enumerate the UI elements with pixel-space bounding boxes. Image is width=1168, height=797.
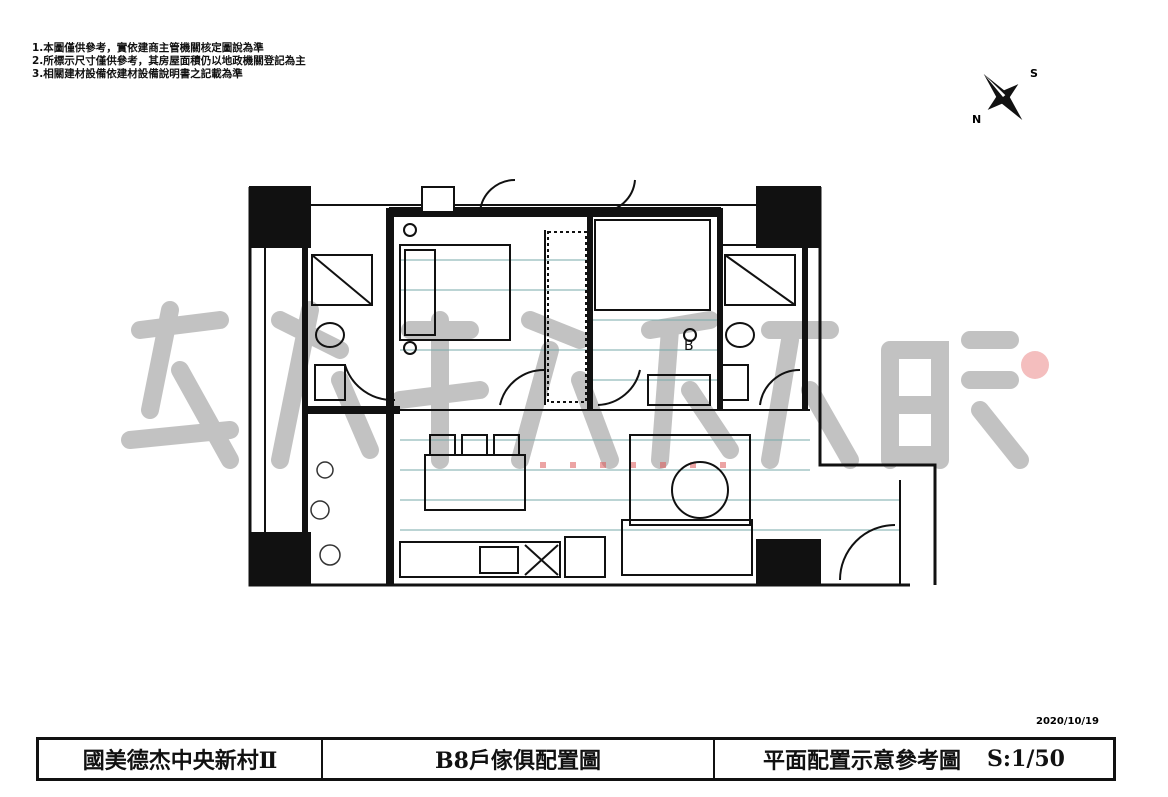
floor-tiles bbox=[400, 259, 900, 531]
compass-north-label: N bbox=[972, 113, 981, 126]
tv-table bbox=[629, 434, 751, 526]
drawing-scale: S:1/50 bbox=[987, 746, 1065, 772]
title-block: 國美德杰中央新村Ⅱ B8戶傢俱配置圖 平面配置示意參考圖 S:1/50 bbox=[36, 737, 1116, 781]
kitchen-counter bbox=[399, 541, 561, 578]
wardrobe bbox=[547, 231, 587, 403]
drawing-date: 2020/10/19 bbox=[1036, 716, 1099, 727]
second-bed bbox=[594, 219, 711, 311]
dining-table bbox=[424, 454, 526, 511]
drawing-type: 平面配置示意參考圖 bbox=[763, 748, 962, 774]
drawing-name: B8戶傢俱配置圖 bbox=[323, 740, 715, 778]
note-1: 1.本圖僅供參考，實依建商主管機關核定圖說為準 bbox=[32, 42, 264, 54]
compass-icon: N S bbox=[972, 67, 1038, 126]
note-2: 2.所標示尺寸僅供參考，其房屋面積仍以地政機關登記為主 bbox=[32, 55, 306, 67]
disclaimer-notes: 1.本圖僅供參考，實依建商主管機關核定圖說為準 2.所標示尺寸僅供參考，其房屋面… bbox=[32, 42, 306, 81]
bathroom-label: B bbox=[684, 338, 694, 354]
drawing-type-cell: 平面配置示意參考圖 S:1/50 bbox=[715, 740, 1113, 778]
compass-south-label: S bbox=[1030, 67, 1038, 80]
project-name: 國美德杰中央新村Ⅱ bbox=[39, 740, 323, 778]
planter bbox=[310, 461, 341, 566]
master-bed bbox=[399, 244, 511, 341]
floor-plan: B bbox=[248, 178, 937, 587]
sofa bbox=[621, 519, 753, 576]
note-3: 3.相關建材設備依建材設備說明書之記載為準 bbox=[32, 68, 243, 80]
